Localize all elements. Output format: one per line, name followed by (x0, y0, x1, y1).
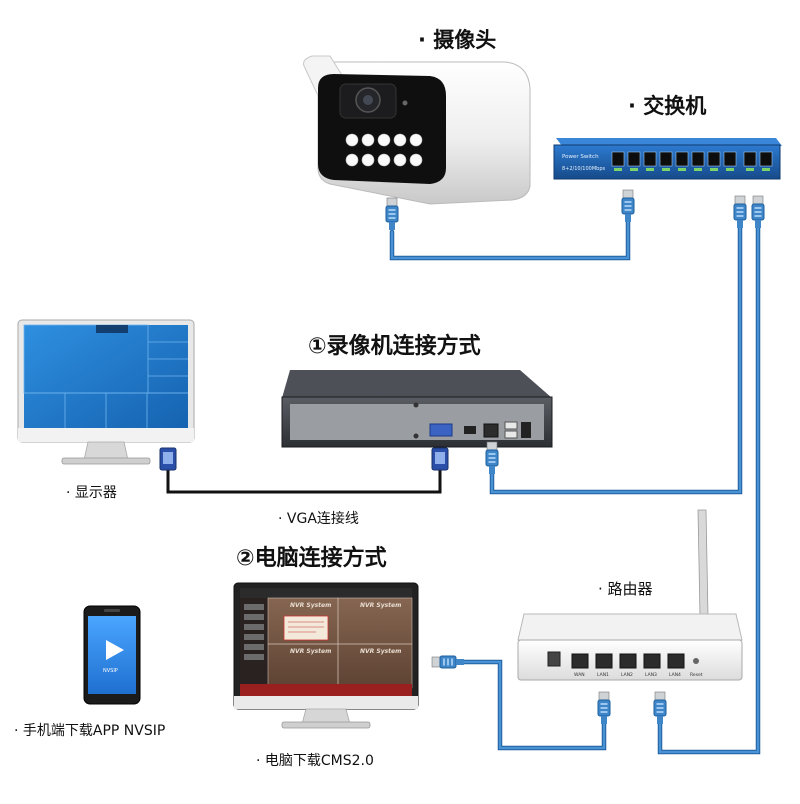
phone-app-name: NVSIP (103, 668, 118, 674)
switch-port-led (646, 168, 654, 171)
switch-port (611, 151, 625, 167)
switch-to-nvr-cable (489, 225, 743, 495)
monitor-vga-plug (159, 447, 177, 471)
pc-screen-title-3: NVR System (290, 648, 331, 655)
smartphone: NVSIP (83, 605, 141, 705)
router-port-lan1: LAN1 (597, 672, 609, 678)
switch-port (707, 151, 721, 167)
bullet-camera (303, 55, 531, 205)
camera-rj45-plug (385, 197, 399, 231)
switch-port-led (614, 168, 622, 171)
phone-label: · 手机端下载APP NVSIP (14, 723, 166, 739)
nvr-vga-plug (431, 447, 449, 471)
router-port-lan4: LAN4 (669, 672, 681, 678)
monitor-label: · 显示器 (66, 485, 117, 501)
switch-to-router-cable (657, 225, 761, 755)
switch-rj45-plug-3 (751, 195, 765, 229)
switch-port-led (678, 168, 686, 171)
nvr-recorder (281, 370, 553, 448)
switch-brand-text: Power Switch (562, 154, 599, 160)
camera-label: · 摄像头 (418, 28, 497, 52)
vga-cable (166, 470, 442, 494)
router-rj45-plug-2 (653, 691, 667, 725)
switch-port-led (662, 168, 670, 171)
pc-label: · 电脑下载CMS2.0 (256, 753, 374, 769)
switch-port (691, 151, 705, 167)
vga-cable-label: · VGA连接线 (278, 511, 359, 527)
switch-port-led (710, 168, 718, 171)
router-to-pc-cable (458, 659, 607, 751)
router-port-lan3: LAN3 (645, 672, 657, 678)
router-port-wan: WAN (574, 672, 585, 678)
router-rj45-plug-1 (597, 691, 611, 725)
pc-screen-title-2: NVR System (360, 602, 401, 609)
switch-port (759, 151, 773, 167)
switch-port (723, 151, 737, 167)
router-port-lan2: LAN2 (621, 672, 633, 678)
switch-port-led (746, 168, 754, 171)
method2-heading: ②电脑连接方式 (236, 546, 387, 571)
switch-port (627, 151, 641, 167)
nvr-rj45-plug (485, 441, 499, 475)
switch-port (643, 151, 657, 167)
switch-label: · 交换机 (628, 94, 707, 118)
switch-port-led (762, 168, 770, 171)
poe-switch: Power Switch 8+2/10/100Mbps (553, 138, 782, 180)
switch-rj45-plug-1 (621, 189, 635, 223)
switch-port (659, 151, 673, 167)
pc-screen-title-1: NVR System (290, 602, 331, 609)
monitor (17, 319, 195, 465)
switch-port-led (726, 168, 734, 171)
switch-port (743, 151, 757, 167)
router: WAN LAN1 LAN2 LAN3 LAN4 Reset (517, 509, 743, 681)
switch-rj45-plug-2 (733, 195, 747, 229)
router-label: · 路由器 (598, 580, 653, 598)
method1-heading: ①录像机连接方式 (308, 334, 481, 359)
switch-ports (611, 151, 773, 171)
switch-port-led (630, 168, 638, 171)
switch-spec-text: 8+2/10/100Mbps (562, 166, 605, 172)
pc-monitor: NVR System NVR System NVR System NVR Sys… (233, 582, 419, 729)
pc-screen-title-4: NVR System (360, 648, 401, 655)
switch-port (675, 151, 689, 167)
pc-rj45-plug (431, 655, 465, 669)
camera-to-switch-cable (389, 215, 631, 261)
router-reset: Reset (690, 672, 703, 678)
switch-port-led (694, 168, 702, 171)
